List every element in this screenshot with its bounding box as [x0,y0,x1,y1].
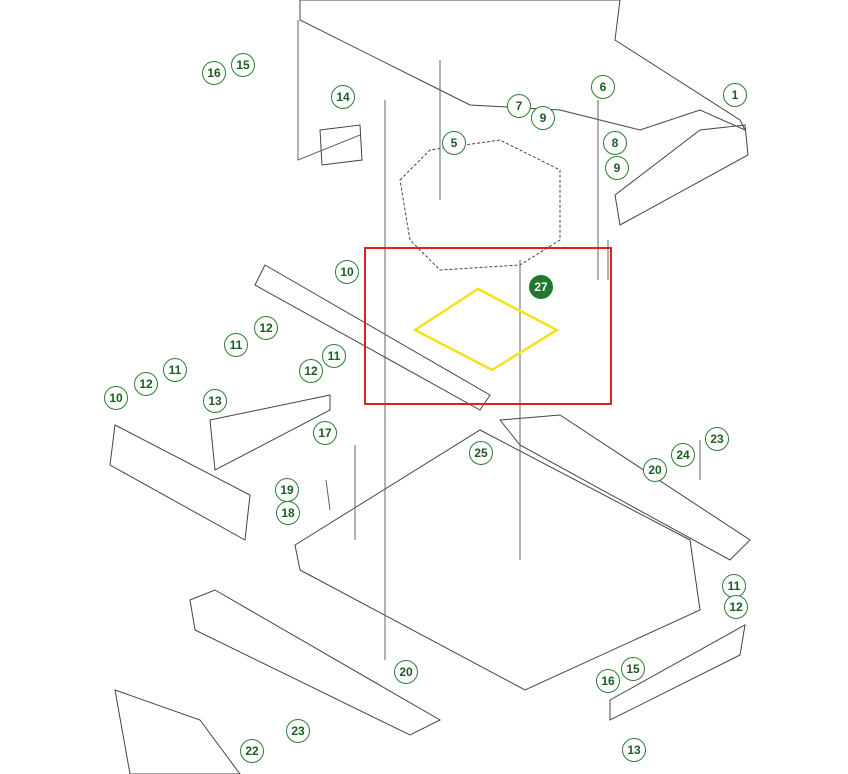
leader-lines [297,20,701,660]
callout-11[interactable]: 11 [722,574,746,598]
callout-7[interactable]: 7 [507,94,531,118]
rail-22 [114,689,241,774]
cover-plate-1 [614,124,749,226]
callout-17[interactable]: 17 [313,421,337,445]
callout-19[interactable]: 19 [275,478,299,502]
callout-23[interactable]: 23 [705,427,729,451]
callout-20[interactable]: 20 [643,458,667,482]
highlight-box [364,247,612,405]
callout-11[interactable]: 11 [224,333,248,357]
bracket-13 [209,394,331,471]
callout-9[interactable]: 9 [605,156,629,180]
callout-14[interactable]: 14 [331,85,355,109]
callout-12[interactable]: 12 [134,372,158,396]
callout-12[interactable]: 12 [724,595,748,619]
callout-6[interactable]: 6 [591,75,615,99]
callout-25[interactable]: 25 [469,441,493,465]
callout-18[interactable]: 18 [276,501,300,525]
callout-9[interactable]: 9 [531,106,555,130]
plate-13 [609,624,746,721]
callout-15[interactable]: 15 [621,657,645,681]
callout-20[interactable]: 20 [394,660,418,684]
upper-housing [299,0,747,132]
callout-11[interactable]: 11 [163,358,187,382]
rail-10 [254,264,491,411]
side-rail-20-lower [189,589,442,736]
callout-1[interactable]: 1 [723,83,747,107]
rail-10-left [109,424,251,541]
callout-11[interactable]: 11 [322,344,346,368]
callout-24[interactable]: 24 [671,443,695,467]
callout-8[interactable]: 8 [603,131,627,155]
callout-12[interactable]: 12 [254,316,278,340]
callout-15[interactable]: 15 [231,53,255,77]
callout-16[interactable]: 16 [202,61,226,85]
callout-5[interactable]: 5 [442,131,466,155]
callout-22[interactable]: 22 [240,739,264,763]
callout-13[interactable]: 13 [622,738,646,762]
gasket-27 [412,287,560,372]
callout-10[interactable]: 10 [335,260,359,284]
callout-16[interactable]: 16 [596,669,620,693]
side-rail-20 [499,414,751,561]
callout-23[interactable]: 23 [286,719,310,743]
mount-14 [319,124,363,166]
callout-12[interactable]: 12 [299,359,323,383]
chassis-frame [294,429,701,691]
callout-27-selected[interactable]: 27 [529,275,553,299]
callout-13[interactable]: 13 [203,389,227,413]
callout-10[interactable]: 10 [104,386,128,410]
